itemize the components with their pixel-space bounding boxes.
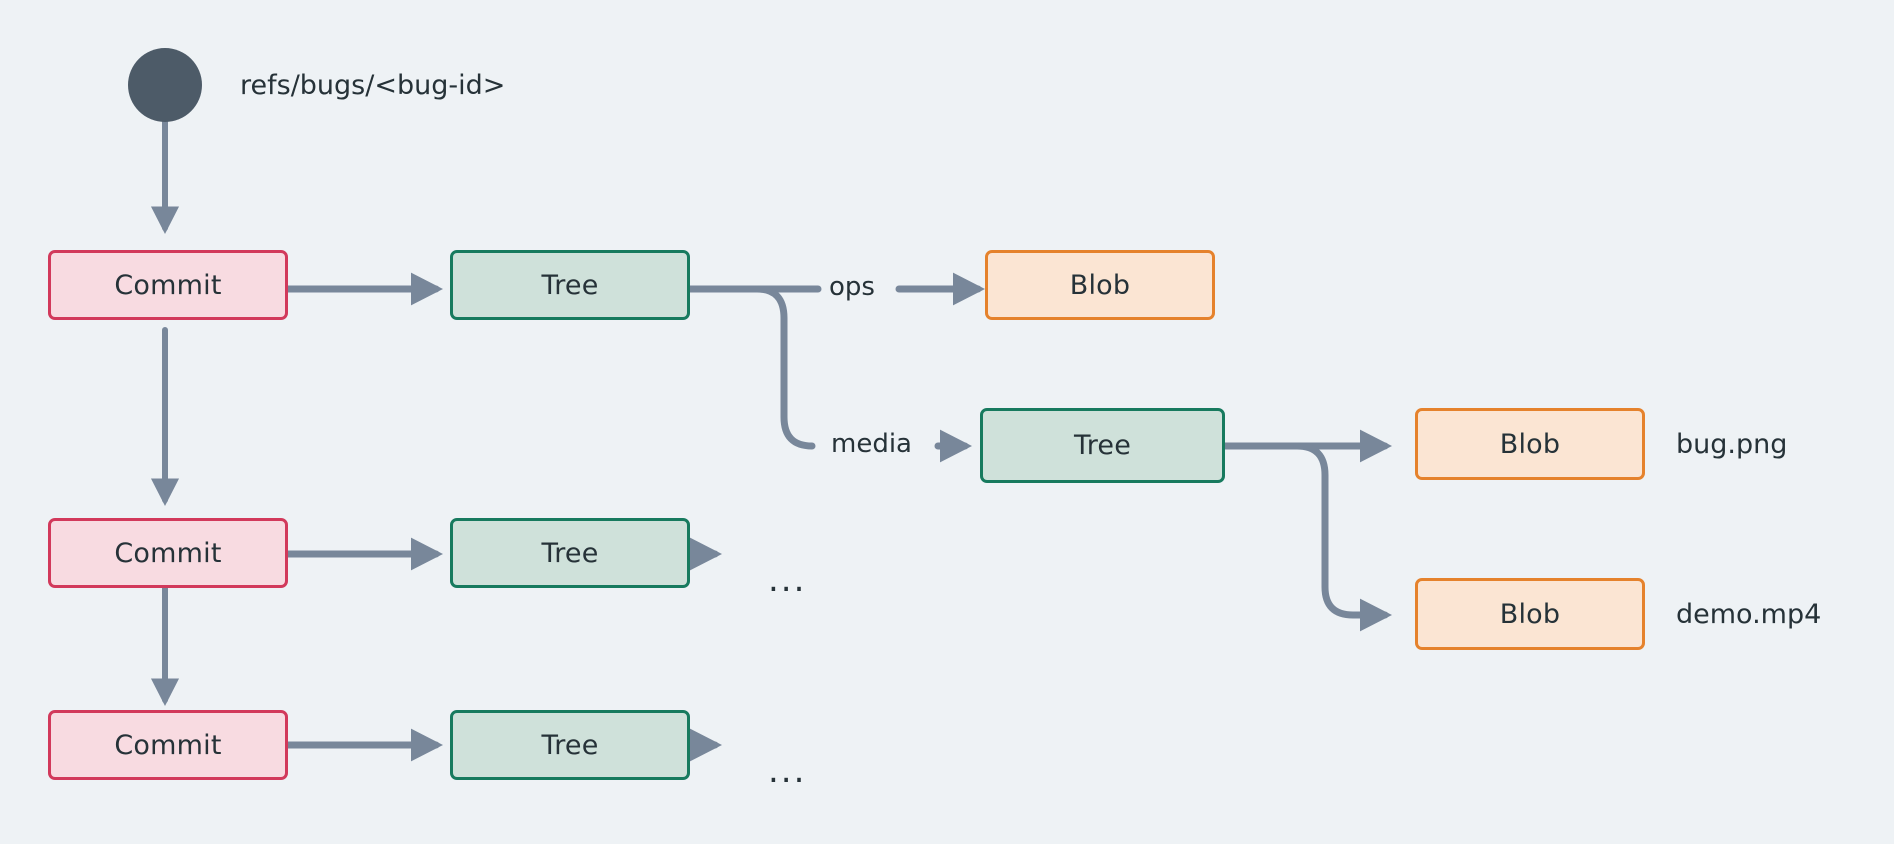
file-label-demo-mp4: demo.mp4 <box>1676 599 1822 630</box>
ellipsis-row-3: ... <box>768 751 807 791</box>
node-tree-media[interactable]: Tree <box>980 408 1225 483</box>
node-commit-2[interactable]: Commit <box>48 518 288 588</box>
edge-tree-1-to-media-branch <box>753 285 816 450</box>
node-commit-3[interactable]: Commit <box>48 710 288 780</box>
ref-dot <box>128 48 202 122</box>
file-label-bug-png: bug.png <box>1676 429 1788 460</box>
edge-label-media: media <box>828 429 915 459</box>
node-blob-bug-png[interactable]: Blob <box>1415 408 1645 480</box>
node-blob-demo-mp4[interactable]: Blob <box>1415 578 1645 650</box>
edge-tree-media-to-demo-branch <box>1293 442 1393 632</box>
node-tree-root-2[interactable]: Tree <box>450 518 690 588</box>
ref-label: refs/bugs/<bug-id> <box>240 70 506 101</box>
node-tree-root-3[interactable]: Tree <box>450 710 690 780</box>
node-tree-root-1[interactable]: Tree <box>450 250 690 320</box>
edge-label-ops: ops <box>826 272 878 302</box>
node-commit-1[interactable]: Commit <box>48 250 288 320</box>
ellipsis-row-2: ... <box>768 560 807 600</box>
node-blob-ops[interactable]: Blob <box>985 250 1215 320</box>
